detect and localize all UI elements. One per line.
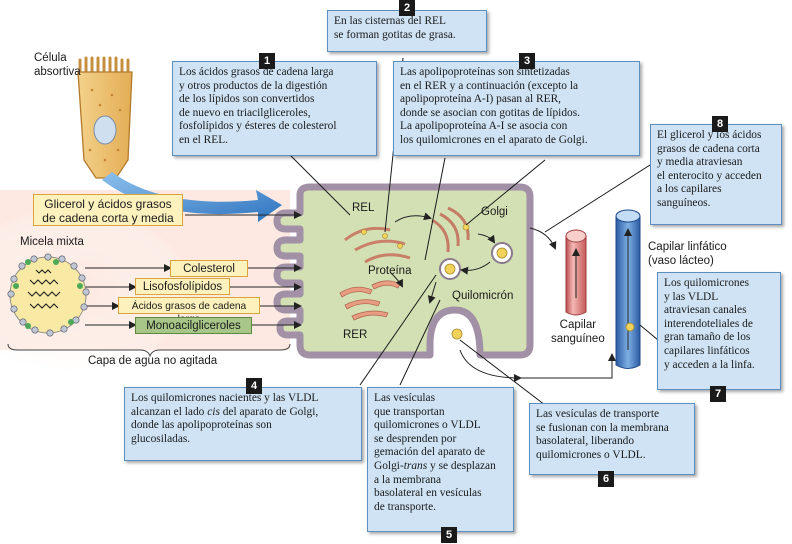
label-capilar-sanguineo: Capilar sanguíneo	[551, 319, 605, 345]
callout-4-number: 4	[246, 378, 262, 394]
label-capilar-linfatico: Capilar linfático (vaso lácteo)	[648, 241, 727, 267]
callout-1: Los ácidos grasos de cadena larga y otro…	[172, 61, 377, 156]
callout-8-text: El glicerol y los ácidos grasos de caden…	[657, 129, 762, 209]
label-quilomicron: Quilomicrón	[452, 290, 514, 302]
callout-5-italic: trans	[403, 459, 428, 472]
callout-8-number: 8	[712, 116, 728, 132]
label-micela-mixta: Micela mixta	[20, 236, 84, 248]
label-rel: REL	[352, 202, 375, 214]
callout-7: Los quilomicrones y las VLDL atraviesan …	[657, 272, 781, 390]
callout-3-number: 3	[519, 53, 535, 69]
callout-6-text: Las vesículas de transporte se fusionan …	[536, 408, 669, 461]
label-rer: RER	[343, 329, 368, 341]
callout-7-number: 7	[710, 386, 726, 402]
golgi	[431, 206, 470, 253]
callout-7-text: Los quilomicrones y las VLDL atraviesan …	[664, 277, 755, 371]
callout-8: El glicerol y los ácidos grasos de caden…	[650, 124, 782, 225]
rel	[344, 226, 411, 264]
label-colesterol: Colesterol	[170, 260, 248, 277]
label-acidos-grasos-larga: Ácidos grasos de cadena larga	[118, 297, 260, 325]
blood-capillary	[565, 229, 587, 316]
label-lisofosfolipidos: Lisofosfolípidos	[135, 278, 230, 295]
callout-2: En las cisternas del REL se forman gotit…	[327, 10, 487, 52]
callout-6: Las vesículas de transporte se fusionan …	[529, 403, 695, 475]
label-proteina: Proteína	[368, 265, 412, 277]
callout-4: Los quilomicrones nacientes y las VLDL a…	[124, 387, 362, 461]
callout-1-number: 1	[259, 53, 275, 69]
callout-3: Las apolipoproteínas son sintetizadas en…	[393, 61, 640, 156]
released-chylomicron	[451, 328, 463, 340]
lymphatic-capillary	[615, 209, 641, 369]
rer	[339, 280, 401, 321]
mixed-micelle	[7, 253, 90, 337]
callout-1-text: Los ácidos grasos de cadena larga y otro…	[179, 66, 337, 146]
callout-3-text: Las apolipoproteínas son sintetizadas en…	[400, 66, 588, 146]
absorptive-cell-illustration	[77, 56, 133, 179]
callout-4-italic: cis	[207, 405, 220, 418]
callout-5-number: 5	[441, 527, 457, 543]
callout-2-number: 2	[399, 0, 415, 16]
label-glicerol-box: Glicerol y ácidos grasos de cadena corta…	[33, 194, 183, 226]
big-blue-arrow	[102, 172, 282, 222]
unstirred-layer-brace	[7, 343, 291, 358]
callout-6-number: 6	[598, 471, 614, 487]
callout-5-text: Las vesículas que transportan quilomicro…	[374, 392, 496, 513]
callout-5: Las vesículas que transportan quilomicro…	[367, 387, 514, 532]
callout-4-text: Los quilomicrones nacientes y las VLDL a…	[131, 392, 319, 445]
callout-2-text: En las cisternas del REL se forman gotit…	[334, 15, 456, 41]
label-golgi: Golgi	[481, 206, 508, 218]
label-capa-agua: Capa de agua no agitada	[88, 355, 218, 367]
label-celula-absortiva: Célula absortiva	[34, 52, 81, 78]
label-monoacilgliceroles: Monoacilgliceroles	[135, 317, 252, 334]
